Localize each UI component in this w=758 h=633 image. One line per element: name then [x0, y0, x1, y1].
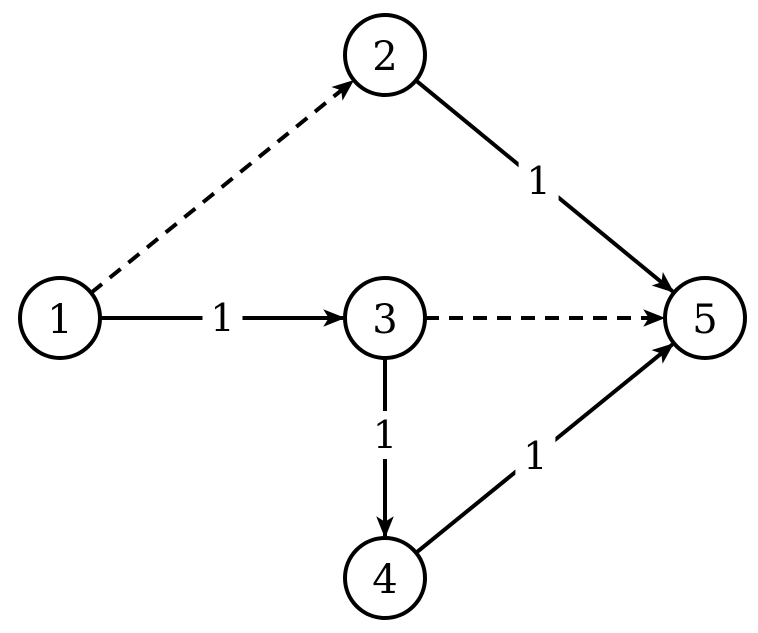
edge-label-bg-4-5: [515, 431, 556, 480]
edge-label-3-4: 1: [373, 413, 397, 457]
edge-label-1-3: 1: [210, 296, 234, 340]
node-circle-3: [343, 276, 427, 360]
node-label-3: 3: [372, 297, 397, 343]
edge-label-bg-3-4: [365, 411, 405, 459]
node-label-5: 5: [692, 297, 717, 343]
edge-label-bg-1-3: [202, 294, 243, 342]
node-circle-4: [343, 536, 427, 620]
node-label-1: 1: [47, 297, 72, 343]
edge-label-2-5: 1: [527, 159, 551, 203]
node-5: 5: [663, 276, 747, 360]
node-circle-1: [18, 276, 102, 360]
node-circle-2: [343, 13, 427, 97]
edge-label-bg-2-5: [518, 157, 559, 206]
node-4: 4: [343, 536, 427, 620]
edge-label-4-5: 1: [523, 434, 547, 478]
edge-labels-layer: 1 1 1 1: [202, 157, 559, 480]
node-circle-5: [663, 276, 747, 360]
node-2: 2: [343, 13, 427, 97]
node-label-2: 2: [372, 34, 397, 80]
node-label-4: 4: [372, 557, 397, 603]
node-3: 3: [343, 276, 427, 360]
edge-1-to-2: [89, 79, 355, 295]
nodes-layer: 1 2 3 4 5: [18, 13, 747, 620]
node-1: 1: [18, 276, 102, 360]
